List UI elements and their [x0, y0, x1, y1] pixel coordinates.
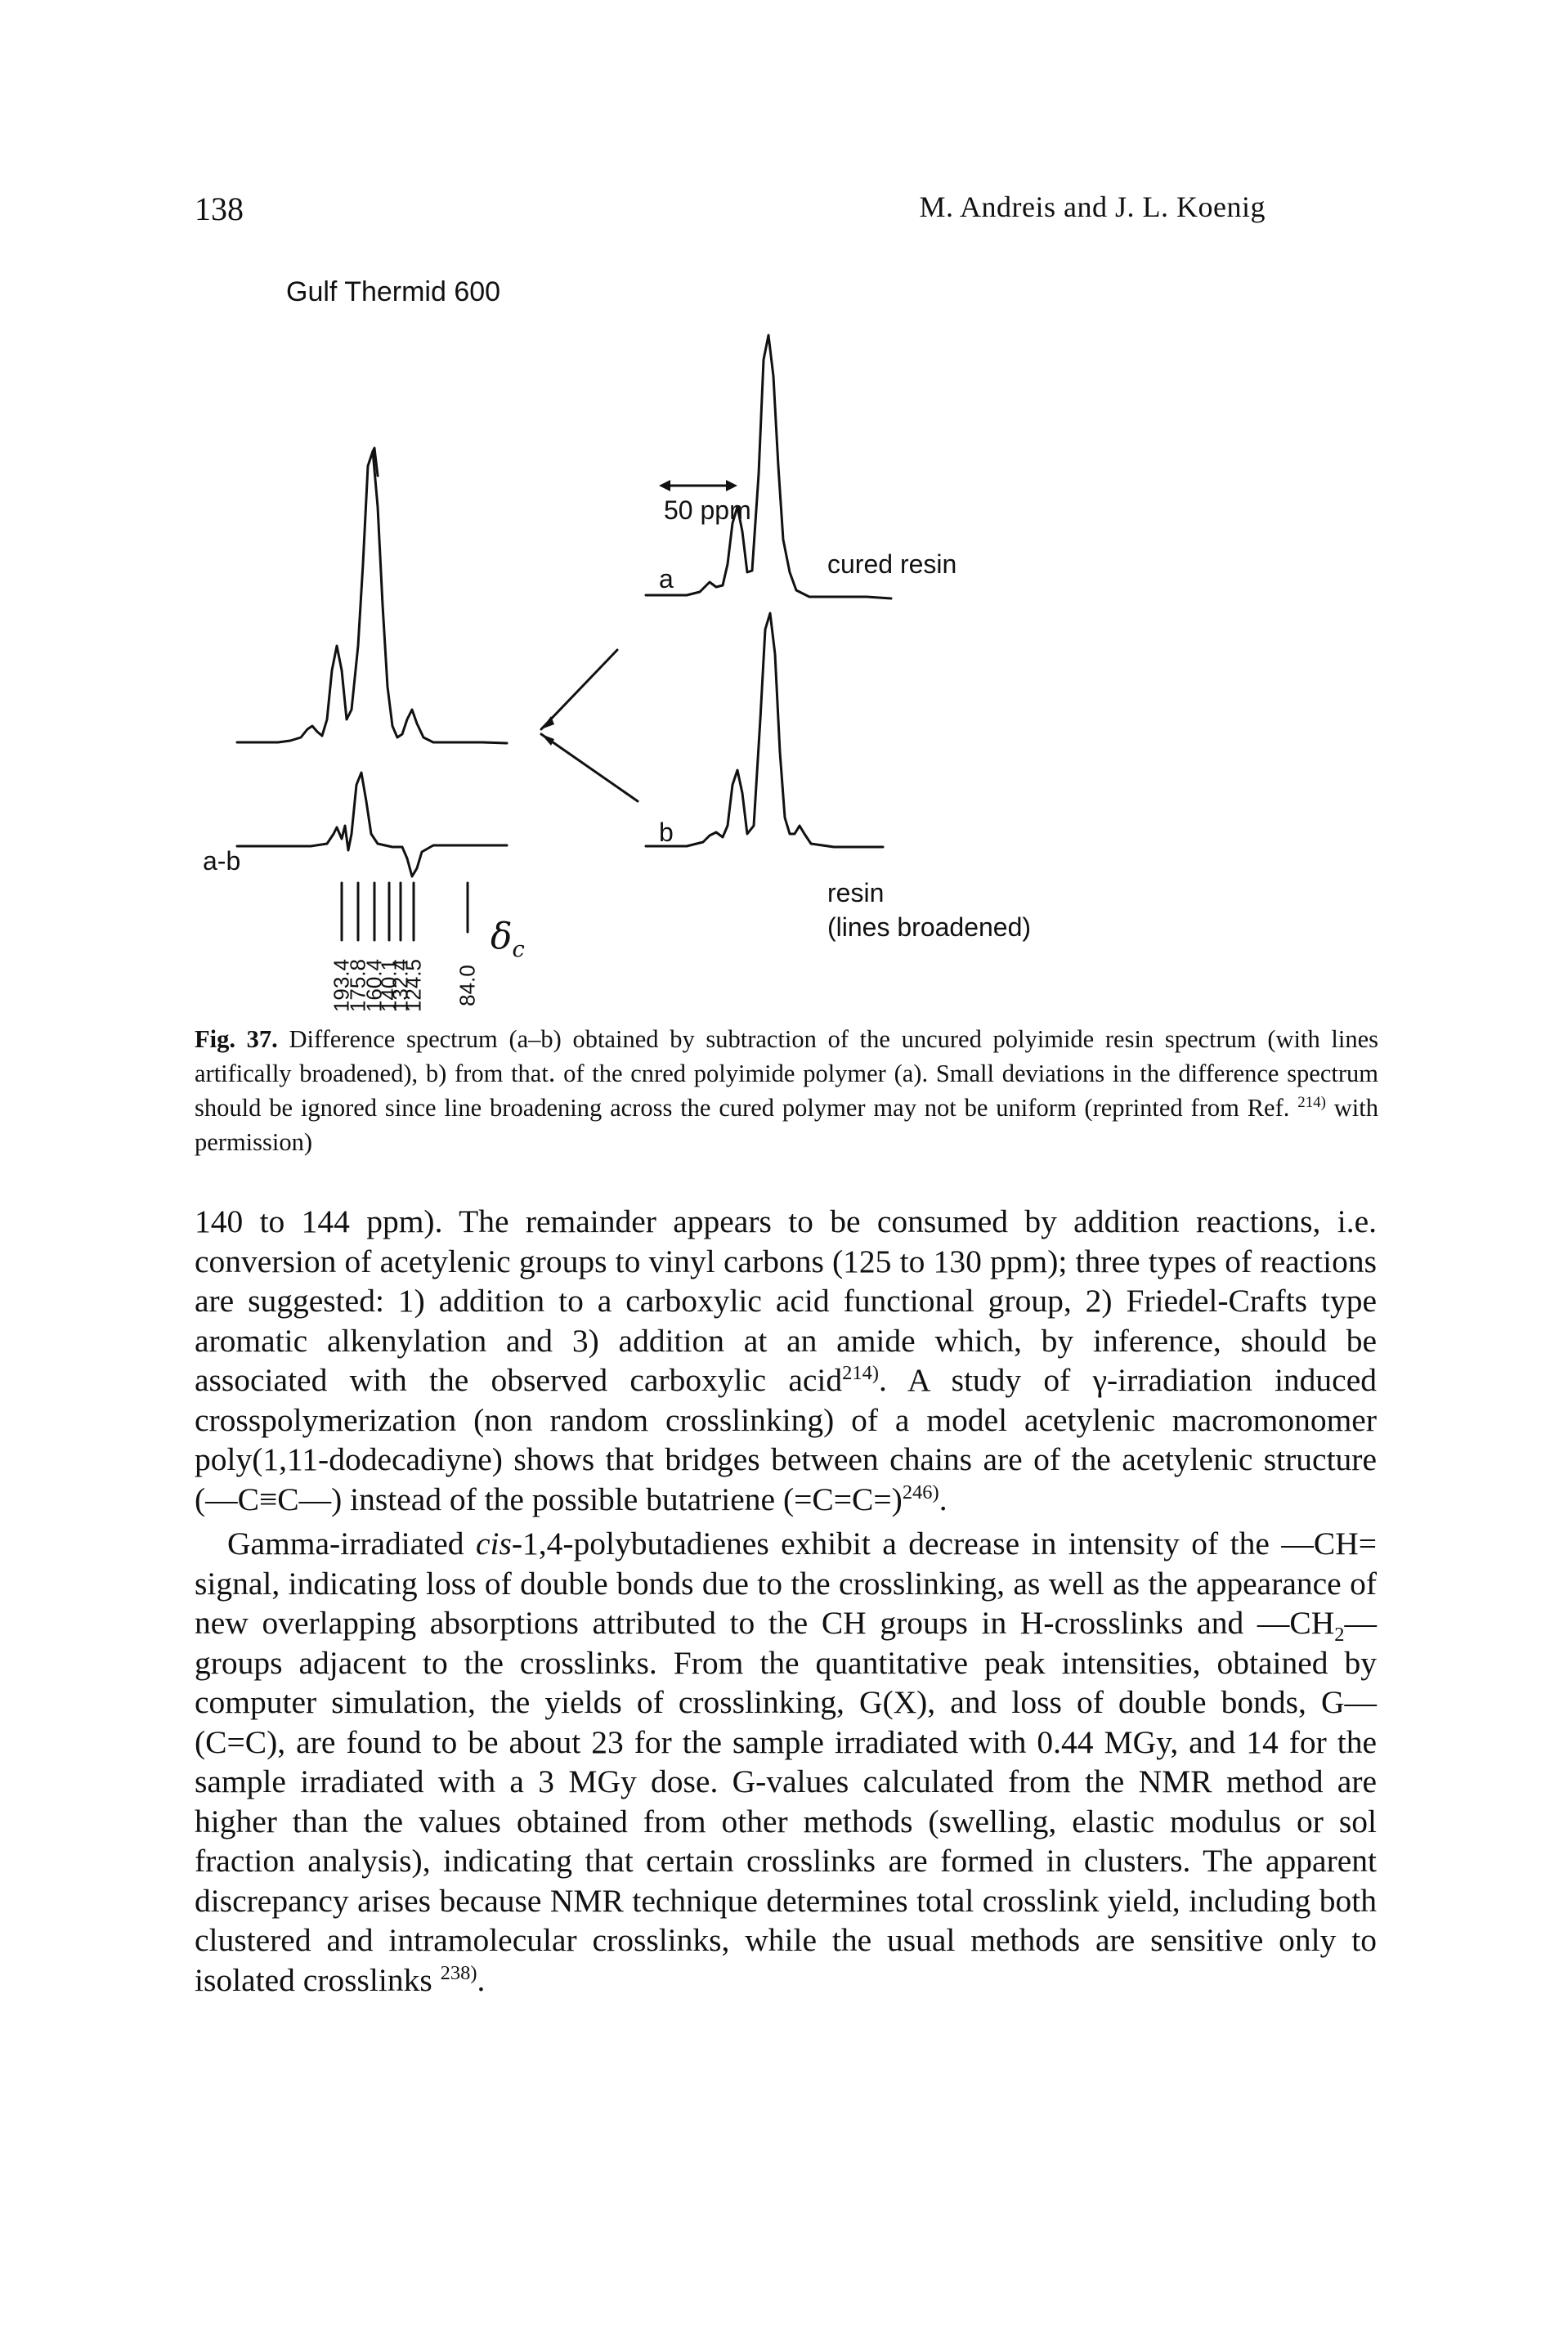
paragraph-2: Gamma-irradiated cis-1,4-polybutadienes … [195, 1526, 1377, 1998]
left-shoulder-trace [371, 446, 379, 477]
cured-resin-label: cured resin [827, 549, 957, 579]
resin-label: resin [827, 878, 885, 907]
paragraph-1: 140 to 144 ppm). The remainder appears t… [195, 1203, 1377, 1517]
caption-text-2: of the cnred polyimide polymer (a). Smal… [195, 1060, 1378, 1122]
caption-text-3: with permission) [195, 1094, 1379, 1156]
caption-ref: 214) [1297, 1093, 1326, 1111]
arrow-head-from-a [541, 716, 554, 729]
body-text: 140 to 144 ppm). The remainder appears t… [195, 1202, 1377, 2000]
scale-label: 50 ppm [664, 495, 751, 525]
resin-spectrum-trace [644, 612, 885, 849]
figure-37: Gulf Thermid 600 50 ppm a cured resin b … [164, 262, 1194, 1022]
caption-text-1: Difference spectrum (a–b) obtained by su… [195, 1025, 1379, 1087]
scale-arrow-head-right [726, 480, 737, 491]
figure-caption: Fig. 37. Difference spectrum (a–b) obtai… [195, 1025, 1379, 1156]
difference-spectrum-trace [235, 771, 508, 878]
page-number: 138 [195, 190, 244, 227]
arrow-to-b [540, 733, 639, 803]
shift-label-84-0: 84.0 [455, 965, 480, 1006]
trace-diff-label: a-b [203, 846, 241, 876]
arrow-from-a [540, 648, 619, 731]
running-head: M. Andreis and J. L. Koenig [919, 190, 1266, 223]
figure-title: Gulf Thermid 600 [286, 276, 501, 307]
shift-label-124-5: 124.5 [401, 958, 426, 1013]
cured-resin-spectrum-trace [644, 334, 893, 600]
resin-note-label: (lines broadened) [827, 912, 1032, 942]
delta-symbol: δc [491, 916, 525, 962]
arrow-head-to-b [541, 734, 554, 746]
caption-label: Fig. 37. [195, 1025, 278, 1053]
scale-arrow-head-left [659, 480, 670, 491]
trace-a-label: a [659, 564, 674, 594]
nmr-spectra-figure [235, 334, 893, 942]
trace-b-label: b [659, 818, 674, 847]
left-spectrum-trace [235, 450, 508, 745]
